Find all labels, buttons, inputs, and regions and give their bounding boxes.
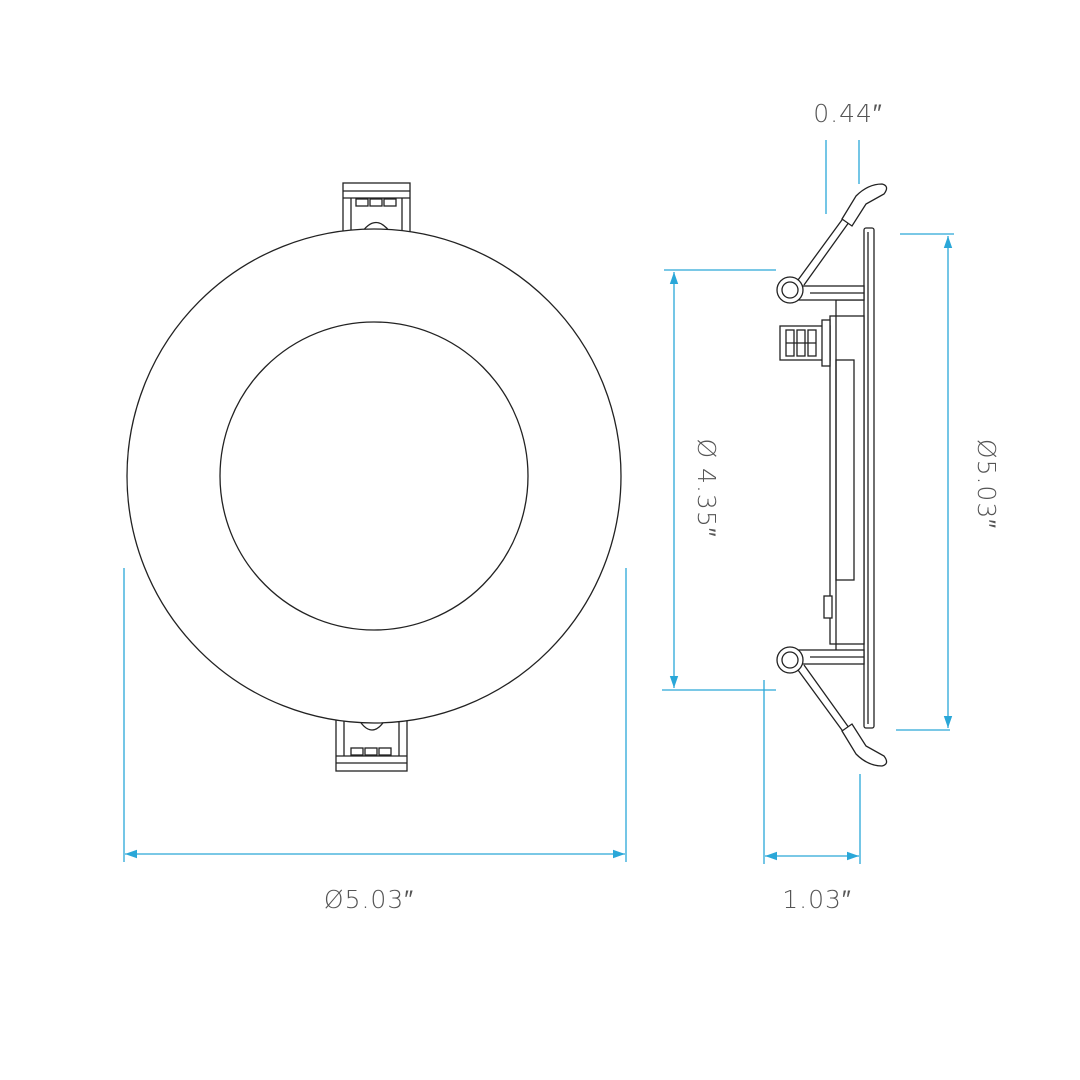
front-width-dimension <box>123 568 627 862</box>
spring-clip-dimension <box>825 140 860 214</box>
housing-body <box>829 315 865 645</box>
spring-clip-label: 0.44″ <box>813 99 883 128</box>
lower-spring-arm <box>776 646 888 767</box>
top-spring-clip <box>342 182 411 236</box>
front-view <box>126 182 622 772</box>
side-view <box>776 183 888 767</box>
upper-spring-arm <box>776 183 888 304</box>
side-connector <box>779 319 833 619</box>
inner-lens-circle <box>219 321 529 631</box>
front-diameter-label: Ø5.03″ <box>324 885 414 914</box>
cutout-diameter-dimension <box>662 269 776 691</box>
cutout-diameter-label: Ø 4.35″ <box>692 438 721 537</box>
side-diameter-label: Ø5.03″ <box>972 439 1001 529</box>
trim-flange <box>863 227 875 729</box>
bottom-spring-clip <box>335 714 408 772</box>
depth-label: 1.03″ <box>782 885 852 914</box>
side-diameter-dimension <box>896 233 954 731</box>
depth-dimension <box>763 680 861 864</box>
